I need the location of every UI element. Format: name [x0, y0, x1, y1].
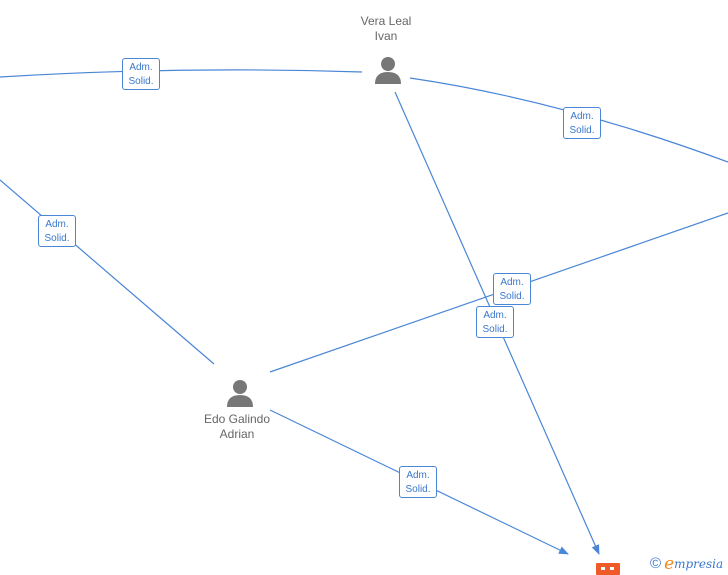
edge-label-adm-solid[interactable]: Adm. Solid.	[563, 107, 601, 139]
brand-watermark: © e mpresia	[650, 555, 723, 573]
edge-label-line1: Adm.	[500, 277, 524, 288]
edge-label-line2: Solid.	[44, 233, 70, 244]
edge-label-adm-solid[interactable]: Adm. Solid.	[122, 58, 160, 90]
edge-label-line1: Adm.	[483, 310, 507, 321]
person-icon[interactable]	[225, 378, 255, 408]
edge-label-line2: Solid.	[499, 291, 525, 302]
edge-label-line2: Solid.	[405, 484, 431, 495]
person-name-line1: Edo Galindo	[203, 412, 271, 426]
brand-logo-text: mpresia	[674, 557, 724, 571]
edge-label-line1: Adm.	[406, 470, 430, 481]
building-icon[interactable]	[596, 563, 620, 575]
edge-left-to-edo	[0, 179, 215, 365]
edge-label-line2: Solid.	[569, 125, 595, 136]
copyright-symbol: ©	[650, 555, 662, 572]
brand-logo-initial: e	[664, 554, 675, 574]
person-node-vera-leal-ivan[interactable]: Vera Leal Ivan	[346, 14, 426, 44]
person-node-edo-galindo-adrian[interactable]: Edo Galindo Adrian	[197, 412, 277, 442]
edge-label-adm-solid[interactable]: Adm. Solid.	[399, 466, 437, 498]
person-name-line2: Ivan	[374, 29, 398, 43]
person-name-line2: Adrian	[219, 427, 255, 441]
edge-label-line1: Adm.	[570, 111, 594, 122]
edge-label-adm-solid[interactable]: Adm. Solid.	[476, 306, 514, 338]
edge-label-line1: Adm.	[45, 219, 69, 230]
edge-label-line1: Adm.	[129, 62, 153, 73]
edge-label-adm-solid[interactable]: Adm. Solid.	[493, 273, 531, 305]
person-icon[interactable]	[373, 55, 403, 85]
edge-label-line2: Solid.	[128, 76, 154, 87]
edge-left-to-vera	[0, 69, 363, 78]
person-name-line1: Vera Leal	[360, 14, 412, 28]
edge-label-adm-solid[interactable]: Adm. Solid.	[38, 215, 76, 247]
edge-label-line2: Solid.	[482, 324, 508, 335]
